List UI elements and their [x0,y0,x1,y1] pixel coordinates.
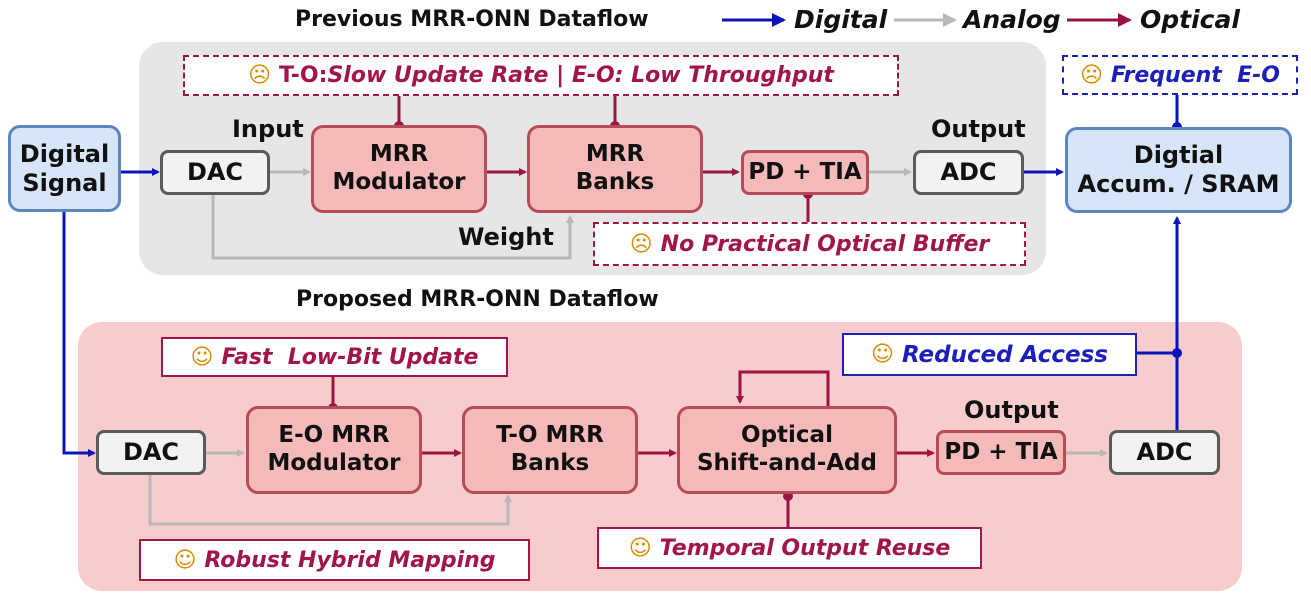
previous-mrr-modulator-box: MRR Modulator [311,125,487,213]
eo-mrr-modulator-box: E-O MRR Modulator [246,406,422,494]
note-robust-hybrid-mapping: ☺ Robust Hybrid Mapping [139,539,530,581]
note-robust-label: Robust Hybrid Mapping [204,547,496,573]
note-frequent-eo: ☹ Frequent E-O [1062,55,1298,95]
mrr-banks-line1: MRR [585,141,645,168]
proposed-pd-tia-box: PD + TIA [936,430,1066,475]
note-reduced-access: ☺ Reduced Access [842,333,1137,376]
note-fast-low-bit-update: ☺ Fast Low-Bit Update [161,337,508,377]
frown-face-icon: ☹ [248,63,272,88]
eo-modulator-line1: E-O MRR [278,422,390,449]
previous-pd-tia-box: PD + TIA [741,150,869,195]
note-prefix-label: T-O: [279,63,328,88]
note-no-optical-buffer: ☹ No Practical Optical Buffer [593,222,1026,266]
note-eo-label: E-O: Low Throughput [571,63,834,88]
frown-face-icon: ☹ [1079,62,1103,88]
to-banks-line2: Banks [510,450,590,476]
previous-dac-label: DAC [186,158,244,187]
mrr-banks-line2: Banks [575,169,655,195]
previous-pd-tia-label: PD + TIA [748,158,862,185]
legend-analog-label: Analog [963,5,1061,34]
note-temporal-label: Temporal Output Reuse [659,535,951,561]
proposed-dac-box: DAC [96,430,206,475]
note-frequent-label: Frequent E-O [1110,62,1280,88]
previous-mrr-banks-box: MRR Banks [527,125,703,213]
input-label: Input [232,115,304,143]
to-mrr-banks-box: T-O MRR Banks [462,406,638,494]
legend-digital-label: Digital [794,5,888,34]
frown-face-icon: ☹ [629,231,653,257]
note-fast-label: Fast Low-Bit Update [221,344,479,370]
previous-dataflow-title: Previous MRR-ONN Dataflow [295,7,649,32]
digital-signal-line2: Signal [22,168,107,197]
optical-shift-and-add-box: Optical Shift-and-Add [677,406,897,494]
mrr-modulator-line1: MRR [369,141,429,168]
note-separator: | [548,63,572,88]
previous-adc-box: ADC [913,150,1024,195]
proposed-adc-box: ADC [1109,430,1220,475]
note-temporal-output-reuse: ☺ Temporal Output Reuse [597,527,982,569]
output-label: Output [931,115,1026,143]
digital-signal-box: Digital Signal [8,125,121,212]
digital-accum-sram-box: Digtial Accum. / SRAM [1065,127,1292,213]
note-reduced-label: Reduced Access [901,341,1108,368]
proposed-dataflow-title: Proposed MRR-ONN Dataflow [296,287,659,312]
digital-signal-line1: Digital [19,139,110,168]
proposed-adc-label: ADC [1136,438,1193,467]
proposed-pd-tia-label: PD + TIA [944,438,1058,465]
legend-optical-label: Optical [1140,5,1240,34]
previous-dac-box: DAC [160,150,270,195]
shift-add-line2: Shift-and-Add [696,450,877,476]
smile-face-icon: ☺ [190,344,214,370]
smile-face-icon: ☺ [871,342,894,367]
proposed-dac-label: DAC [122,438,180,467]
note-slow-label: Slow Update Rate [327,63,549,88]
eo-modulator-line2: Modulator [267,450,401,476]
note-buffer-label: No Practical Optical Buffer [660,231,990,257]
mrr-modulator-line2: Modulator [332,169,466,195]
to-banks-line1: T-O MRR [496,422,604,449]
smile-face-icon: ☺ [628,535,652,561]
previous-adc-label: ADC [940,158,997,187]
accum-line2: Accum. / SRAM [1077,170,1280,198]
shift-add-line1: Optical [741,422,833,449]
proposed-output-label: Output [964,396,1059,424]
accum-line1: Digtial [1133,141,1224,170]
weight-label: Weight [458,223,554,251]
smile-face-icon: ☺ [173,547,197,573]
note-slow-update: ☹ T-O: Slow Update Rate | E-O: Low Throu… [183,55,899,96]
